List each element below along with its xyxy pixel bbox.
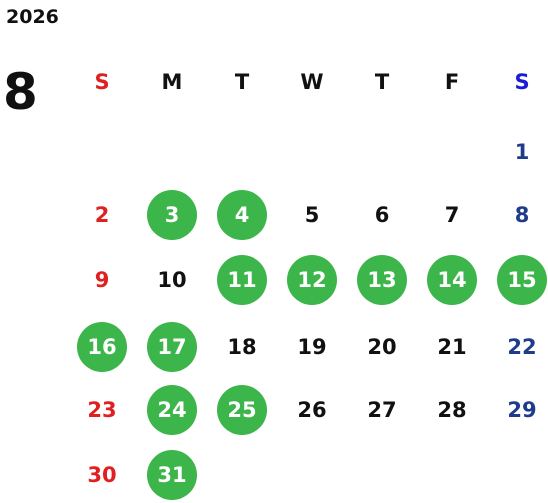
day-5[interactable]: 5 (304, 203, 320, 227)
day-18[interactable]: 18 (227, 335, 257, 359)
weekday-header-fri: F (444, 70, 460, 94)
weekday-header-sun: S (94, 70, 110, 94)
year-label: 2026 (6, 6, 59, 28)
day-22[interactable]: 22 (507, 335, 537, 359)
day-27[interactable]: 27 (367, 398, 397, 422)
day-20[interactable]: 20 (367, 335, 397, 359)
day-25[interactable]: 25 (217, 385, 267, 435)
day-28[interactable]: 28 (437, 398, 467, 422)
day-13[interactable]: 13 (357, 255, 407, 305)
day-2[interactable]: 2 (94, 203, 110, 227)
day-6[interactable]: 6 (374, 203, 390, 227)
day-8[interactable]: 8 (514, 203, 530, 227)
day-23[interactable]: 23 (87, 398, 117, 422)
day-31[interactable]: 31 (147, 450, 197, 500)
day-11[interactable]: 11 (217, 255, 267, 305)
day-4[interactable]: 4 (217, 190, 267, 240)
day-19[interactable]: 19 (297, 335, 327, 359)
day-21[interactable]: 21 (437, 335, 467, 359)
weekday-header-sat: S (514, 70, 530, 94)
weekday-header-tue: T (234, 70, 250, 94)
day-15[interactable]: 15 (497, 255, 547, 305)
day-7[interactable]: 7 (444, 203, 460, 227)
day-30[interactable]: 30 (87, 463, 117, 487)
day-9[interactable]: 9 (94, 268, 110, 292)
day-16[interactable]: 16 (77, 322, 127, 372)
weekday-header-thu: T (374, 70, 390, 94)
day-10[interactable]: 10 (157, 268, 187, 292)
day-14[interactable]: 14 (427, 255, 477, 305)
day-26[interactable]: 26 (297, 398, 327, 422)
weekday-header-mon: M (161, 70, 183, 94)
day-12[interactable]: 12 (287, 255, 337, 305)
day-24[interactable]: 24 (147, 385, 197, 435)
month-number: 8 (3, 63, 38, 121)
day-29[interactable]: 29 (507, 398, 537, 422)
day-3[interactable]: 3 (147, 190, 197, 240)
day-1[interactable]: 1 (514, 140, 530, 164)
day-17[interactable]: 17 (147, 322, 197, 372)
weekday-header-wed: W (300, 70, 324, 94)
